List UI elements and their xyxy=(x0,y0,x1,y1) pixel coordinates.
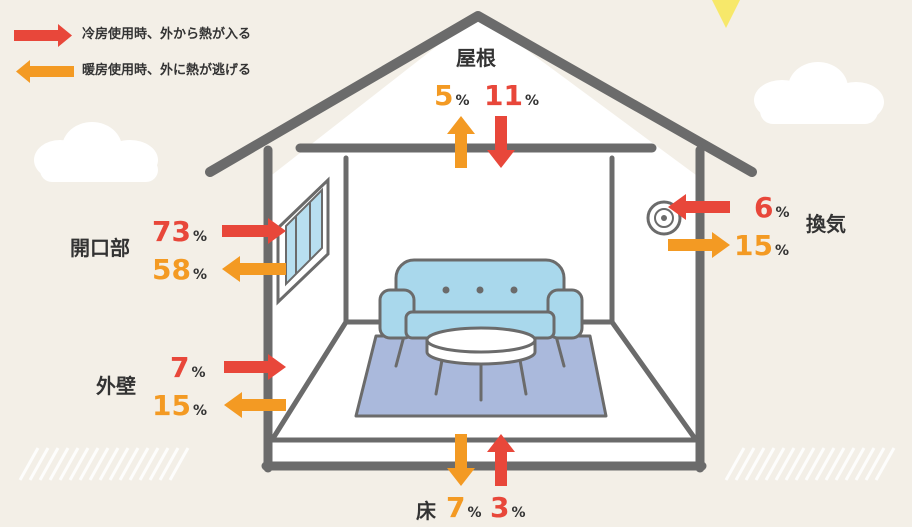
legend-cooling-arrow-icon xyxy=(14,24,72,47)
sun-corner-icon xyxy=(712,0,740,28)
ventilation-heating-value: 15% xyxy=(734,229,789,262)
ventilation-label: 換気 xyxy=(806,212,846,236)
ground-hatch-left xyxy=(18,447,190,481)
wall-heating-arrow-icon xyxy=(224,392,286,418)
roof-cooling-arrow-icon xyxy=(487,116,515,168)
floor-edge-right xyxy=(609,319,699,443)
ventilation-fan-icon xyxy=(646,200,682,236)
house-roof xyxy=(205,11,757,177)
legend-cooling-label: 冷房使用時、外から熱が入る xyxy=(82,27,252,42)
roof-heating-arrow-icon xyxy=(447,116,475,168)
roof-heating-value: 5% xyxy=(434,79,470,112)
floor-cooling-arrow-icon xyxy=(487,434,515,486)
openings-cooling-value: 73% xyxy=(152,215,207,248)
ventilation-cooling-arrow-icon xyxy=(668,194,730,220)
floor-cooling-value: 3% xyxy=(490,491,526,524)
window-icon xyxy=(276,176,330,306)
cloud-right-icon xyxy=(754,62,884,124)
floor-heating-value: 7% xyxy=(446,491,482,524)
floor-label: 床 xyxy=(416,499,436,523)
ventilation-heating-arrow-icon xyxy=(668,232,730,258)
legend-heating-arrow-icon xyxy=(16,60,74,83)
wall-cooling-value: 7% xyxy=(170,351,206,384)
ground-hatch-right xyxy=(724,447,896,481)
openings-heating-arrow-icon xyxy=(222,256,286,282)
floor-heating-arrow-icon xyxy=(447,434,475,486)
roof-cooling-value: 11% xyxy=(484,79,539,112)
wall-cooling-arrow-icon xyxy=(224,354,286,380)
legend-heating-label: 暖房使用時、外に熱が逃げる xyxy=(82,63,252,78)
openings-heating-value: 58% xyxy=(152,253,207,286)
wall-heating-value: 15% xyxy=(152,389,207,422)
openings-cooling-arrow-icon xyxy=(222,218,286,244)
openings-label: 開口部 xyxy=(70,236,130,260)
ventilation-cooling-value: 6% xyxy=(754,191,790,224)
coffee-table-icon xyxy=(425,326,537,402)
cloud-left-icon xyxy=(34,122,158,182)
roof-label: 屋根 xyxy=(456,46,496,70)
floor-edge-left xyxy=(269,319,349,443)
outer-wall-label: 外壁 xyxy=(96,374,136,398)
